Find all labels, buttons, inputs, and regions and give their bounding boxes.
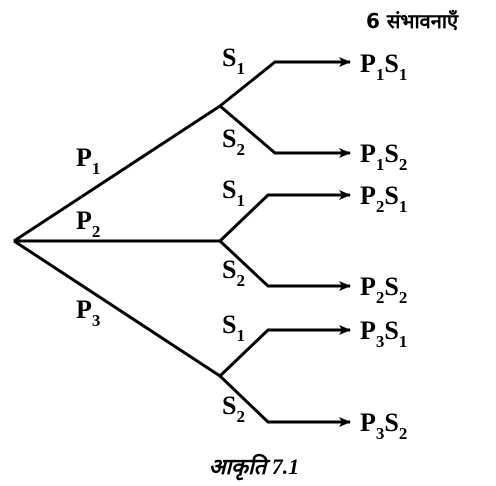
outcome-p3s1: P3S1 — [360, 316, 407, 351]
outcome-p1s2: P1S2 — [360, 139, 407, 174]
outcome-p2s2: P2S2 — [360, 272, 407, 307]
label-p3: P3 — [76, 295, 100, 330]
label-s1-mid: S1 — [222, 175, 245, 210]
possibilities-header: 6 संभावनाएँ — [366, 9, 459, 33]
label-s2-bottom: S2 — [222, 391, 245, 426]
label-p1: P1 — [76, 143, 100, 178]
outcome-p1s1: P1S1 — [360, 49, 407, 84]
figure-caption: आकृति 7.1 — [209, 453, 300, 481]
label-p2: P2 — [76, 206, 100, 241]
branch-p3-s2 — [218, 374, 351, 427]
branch-p2-s1 — [218, 190, 351, 243]
branch-p3 — [13, 239, 221, 378]
label-s1-top: S1 — [222, 43, 245, 78]
label-s1-bottom: S1 — [222, 310, 245, 345]
branch-p3-s1 — [218, 325, 351, 378]
outcome-p3s2: P3S2 — [360, 408, 407, 443]
label-s2-top: S2 — [222, 124, 245, 159]
second-level-branches — [218, 57, 351, 427]
branch-p1-s1 — [219, 57, 351, 108]
label-s2-mid: S2 — [222, 255, 245, 290]
branch-p1 — [13, 104, 221, 243]
branch-p1-s2 — [219, 104, 351, 158]
branch-p2-s2 — [218, 239, 351, 291]
first-level-branches — [13, 104, 221, 378]
outcome-p2s1: P2S1 — [360, 181, 407, 216]
